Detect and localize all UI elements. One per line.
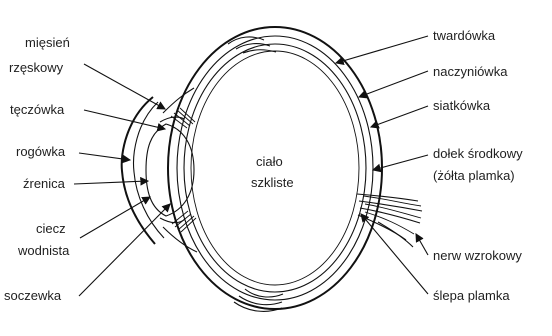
soczewka-pointer <box>79 204 170 296</box>
slepa-label: ślepa plamka <box>433 288 510 303</box>
miesien-pointer <box>84 64 165 109</box>
slepa-pointer <box>361 214 428 294</box>
nerw-label: nerw wzrokowy <box>433 248 522 263</box>
ciecz-label-line2: wodnista <box>17 243 70 258</box>
optic-nerve-tail <box>378 222 413 247</box>
ciecz-pointer <box>80 197 150 238</box>
naczyniowka-label: naczyniówka <box>433 64 508 79</box>
ciecz-label-line1: ciecz <box>36 221 66 236</box>
zrenica-pointer <box>74 181 148 184</box>
zonular-fibers-bottom <box>172 211 196 232</box>
nerw-pointer <box>416 234 428 255</box>
rogowka-label: rogówka <box>16 144 66 159</box>
cornea-shape <box>122 97 155 244</box>
dolek-label-line2: (żółta plamka) <box>433 168 515 183</box>
naczyniowka-pointer <box>359 71 428 97</box>
cialo-label-line2: szkliste <box>251 175 294 190</box>
siatkowka-pointer <box>371 106 428 127</box>
pointer-lines <box>74 36 428 296</box>
twardowka-label: twardówka <box>433 28 496 43</box>
soczewka-label: soczewka <box>4 288 62 303</box>
miesien-label-line1: mięsień <box>25 35 70 50</box>
cialo-label-line1: ciało <box>256 154 283 169</box>
teczowka-label: tęczówka <box>10 102 65 117</box>
dolek-label-line1: dołek środkowy <box>433 146 523 161</box>
twardowka-pointer <box>336 36 428 63</box>
zrenica-label: źrenica <box>23 176 66 191</box>
siatkowka-label: siatkówka <box>433 98 491 113</box>
teczowka-pointer <box>84 110 165 129</box>
miesien-label-line2: rzęskowy <box>9 60 64 75</box>
